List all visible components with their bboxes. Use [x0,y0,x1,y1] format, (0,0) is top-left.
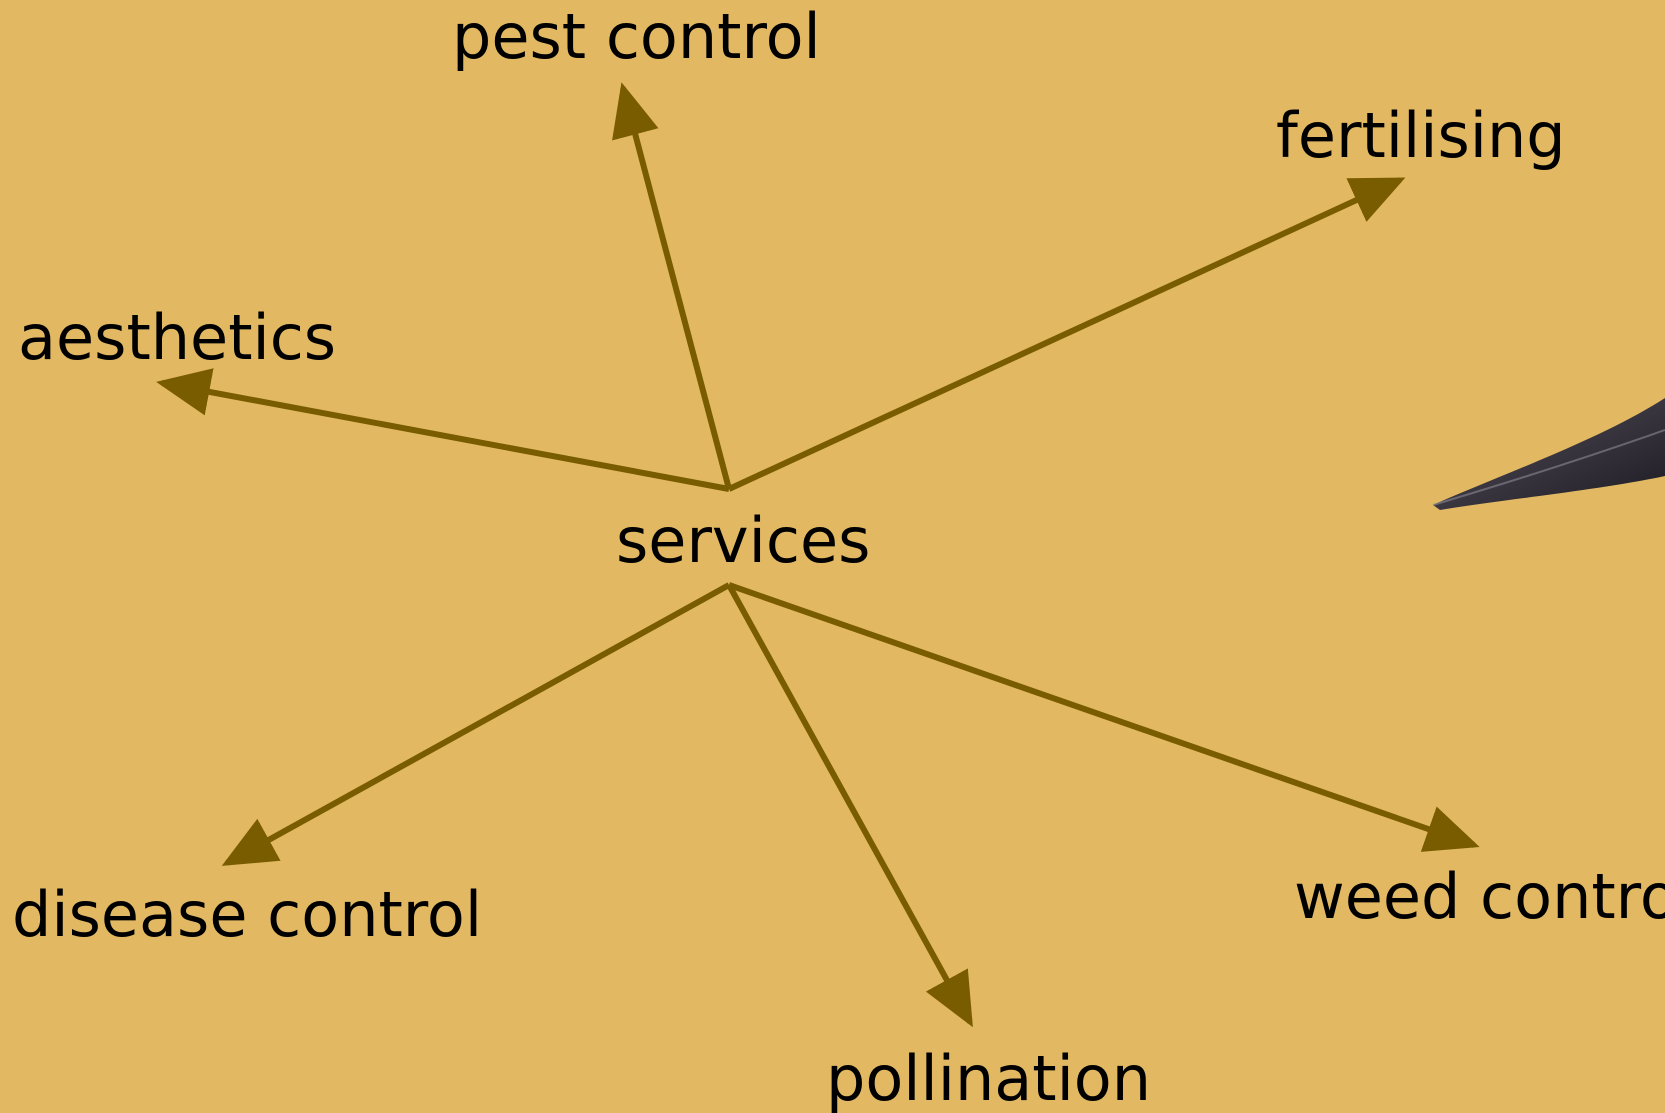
arrow-to-pest-control [612,82,732,490]
arrow-to-pollination [726,583,973,1028]
arrow-to-aesthetics [156,368,730,492]
node-pollination: pollination [826,1042,1152,1113]
node-weed-control: weed control [1294,860,1665,933]
node-pest-control: pest control [452,0,821,73]
arrow-to-fertilising [727,177,1406,492]
pen-tip-icon [1432,398,1665,510]
arrow-to-weed-control [728,582,1480,852]
node-disease-control: disease control [12,878,483,951]
node-services-center: services [616,504,871,577]
arrow-to-disease-control [221,582,731,866]
node-aesthetics: aesthetics [18,301,337,374]
node-fertilising: fertilising [1276,99,1566,172]
